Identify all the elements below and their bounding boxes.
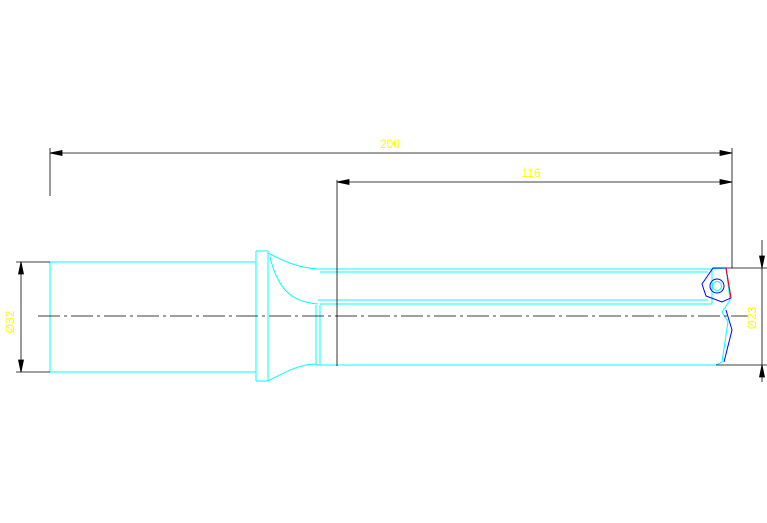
shank-diameter-label: Ø32 xyxy=(3,310,17,333)
cutting-diameter-label: Ø23 xyxy=(745,306,759,329)
shank xyxy=(49,261,257,373)
drill-body xyxy=(316,268,716,366)
insert-screw xyxy=(709,278,725,294)
overall-length-label: 200 xyxy=(380,137,400,151)
flute-length-label: 116 xyxy=(521,166,540,180)
dimension-shank-diameter xyxy=(16,261,50,373)
dimension-flute-length xyxy=(336,179,733,366)
dimension-overall-length xyxy=(49,148,733,268)
neck-transition xyxy=(267,252,321,382)
dimension-cutting-diameter xyxy=(716,240,767,382)
cutting-tip xyxy=(701,267,733,366)
